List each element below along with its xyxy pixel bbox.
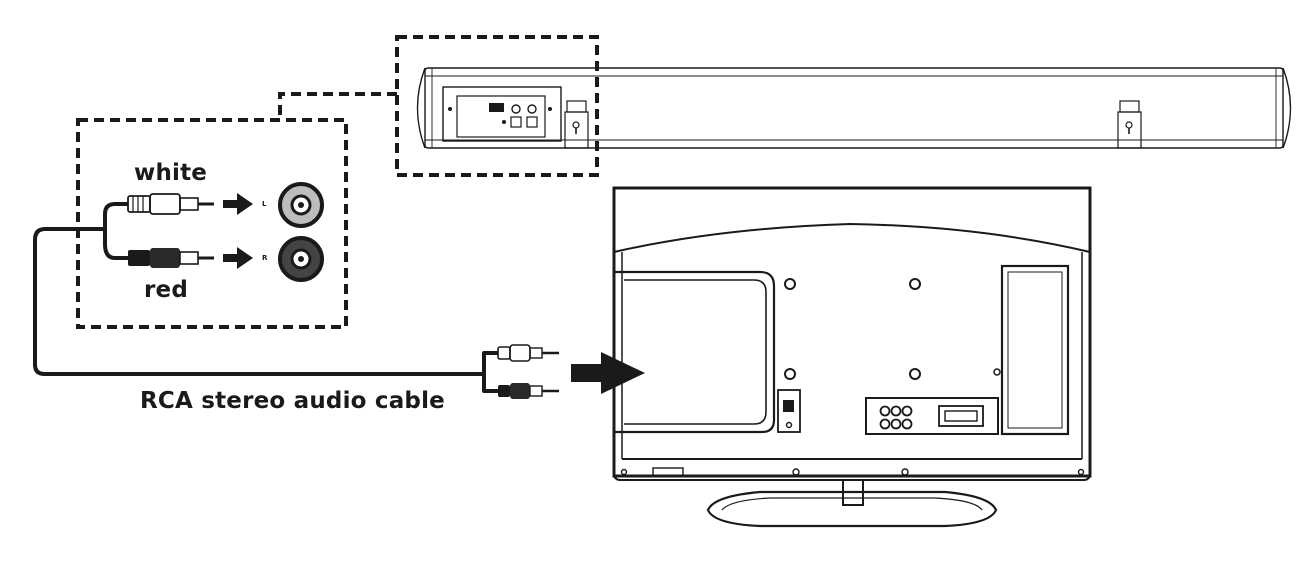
tv-stand bbox=[706, 479, 998, 528]
callout-leader bbox=[278, 92, 397, 120]
arrow-to-left-jack-icon bbox=[223, 193, 253, 215]
tv-end-red-plug bbox=[498, 383, 559, 399]
right-audio-jack bbox=[278, 236, 324, 282]
white-plug-label: white bbox=[134, 160, 208, 186]
arrow-to-right-jack-icon bbox=[223, 247, 253, 269]
jack-zoom-box bbox=[76, 118, 348, 329]
white-rca-plug bbox=[127, 193, 214, 215]
arrow-to-tv-icon bbox=[571, 352, 645, 394]
red-rca-plug bbox=[128, 248, 214, 268]
tv-back bbox=[612, 186, 1092, 481]
soundbar-panel-highlight bbox=[395, 35, 599, 177]
cable-label: RCA stereo audio cable bbox=[140, 388, 445, 414]
usb-port bbox=[489, 103, 504, 112]
tv-end-white-plug bbox=[497, 344, 559, 362]
wall-mount-bracket-right bbox=[1117, 100, 1142, 149]
soundbar bbox=[416, 67, 1292, 149]
red-plug-label: red bbox=[144, 277, 189, 303]
zoom-callout bbox=[76, 35, 599, 329]
left-audio-jack bbox=[278, 182, 324, 228]
right-jack-label: R bbox=[262, 254, 268, 262]
soundbar-input-panel bbox=[442, 86, 562, 142]
aux-jack bbox=[511, 104, 521, 114]
wall-mount-bracket-left bbox=[564, 100, 589, 149]
left-jack-label: L bbox=[262, 200, 267, 208]
rca-cable bbox=[33, 227, 498, 393]
tv-audio-input-panel bbox=[865, 397, 999, 435]
